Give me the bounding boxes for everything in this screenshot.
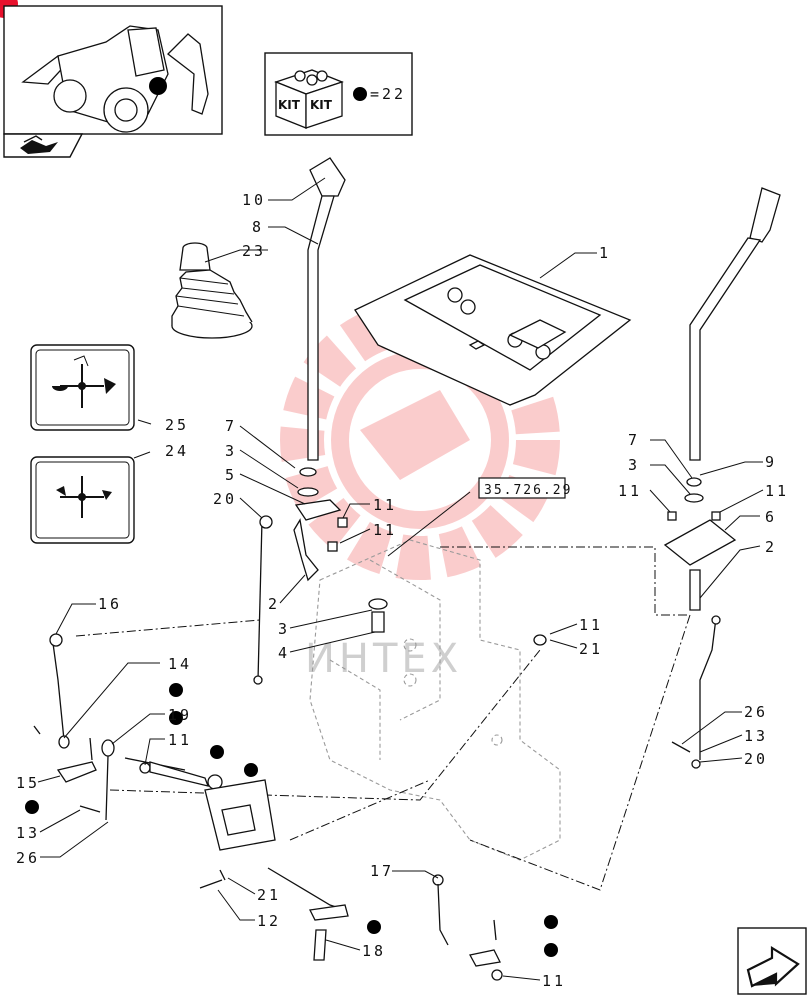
callout-label: 7 [225,417,237,435]
callout-label: 26 [16,849,40,867]
reference-line [289,779,431,841]
next-page-arrow-icon [746,946,800,988]
gaiter-boot [171,242,253,339]
machine-thumbnail-icon [21,25,209,133]
control-pattern-icon [52,355,116,408]
callout-label: 11 [542,972,566,990]
lower-center-linkage[interactable] [432,634,547,981]
callout-label: 24 [165,442,189,460]
callout-label: 2 [765,538,777,556]
callout-label: 16 [98,595,122,613]
kit-dot-markers [25,683,558,957]
instruction-plate-25 [30,344,135,431]
console-panel [354,254,632,406]
callout-label: 13 [744,727,768,745]
instruction-plate-24 [30,456,135,544]
callout-label: 11 [373,496,397,514]
reference-line [440,546,690,616]
callout-label: 11 [373,521,397,539]
lower-left-linkage[interactable] [33,633,349,961]
callout-label: 10 [242,191,266,209]
callout-label: 4 [278,644,290,662]
callout-label: 13 [16,824,40,842]
callout-label: 19 [168,706,192,724]
right-control-lever[interactable] [663,187,781,769]
kit-dot-marker-icon [353,87,367,101]
reference-leader [387,491,471,557]
callout-label: 25 [165,416,189,434]
reference-line [469,614,691,891]
callout-label: 11 [168,731,192,749]
reference-label: 35.726.29 [484,483,572,498]
callout-label: 18 [362,942,386,960]
watermark-text: ИНТЕХ [305,636,462,682]
callout-label: 2 [268,595,280,613]
callout-label: 1 [599,244,611,262]
callout-label: 26 [744,703,768,721]
callout-label: 8 [252,218,264,236]
valve-frame-outline [309,539,561,861]
kit-label-right: KIT [310,98,333,112]
kit-box-icon: KIT KIT [274,69,344,129]
machine-thumbnail[interactable] [3,5,223,158]
callout-label: 11 [618,482,642,500]
callout-label: 11 [765,482,789,500]
callout-label: 3 [225,442,237,460]
callout-leaders [37,177,764,981]
callout-label: 17 [370,862,394,880]
kit-legend-box: KIT KIT =22 [264,52,413,136]
callout-label: 7 [628,431,640,449]
callout-label: 12 [257,912,281,930]
callout-label: 11 [579,616,603,634]
callout-labels: 10 8 23 1 25 24 7 3 5 20 11 11 2 3 4 16 … [16,191,789,990]
callout-label: 15 [16,774,40,792]
callout-label: 14 [168,655,192,673]
callout-label: 3 [628,456,640,474]
left-control-lever[interactable] [253,157,388,685]
callout-label: 5 [225,466,237,484]
callout-label: 6 [765,508,777,526]
kit-label-left: KIT [278,98,301,112]
callout-label: 20 [213,490,237,508]
callout-label: 3 [278,620,290,638]
control-pattern-icon [56,476,112,518]
callout-label: 20 [744,750,768,768]
kit-count-label: =22 [370,85,406,103]
next-page-button[interactable] [737,927,807,995]
callout-label: 21 [579,640,603,658]
reference-box[interactable] [478,477,566,499]
callout-label: 23 [242,242,266,260]
callout-label: 9 [765,453,777,471]
reference-line [75,619,261,637]
page-navigation-icon [20,135,58,154]
callout-label: 21 [257,886,281,904]
